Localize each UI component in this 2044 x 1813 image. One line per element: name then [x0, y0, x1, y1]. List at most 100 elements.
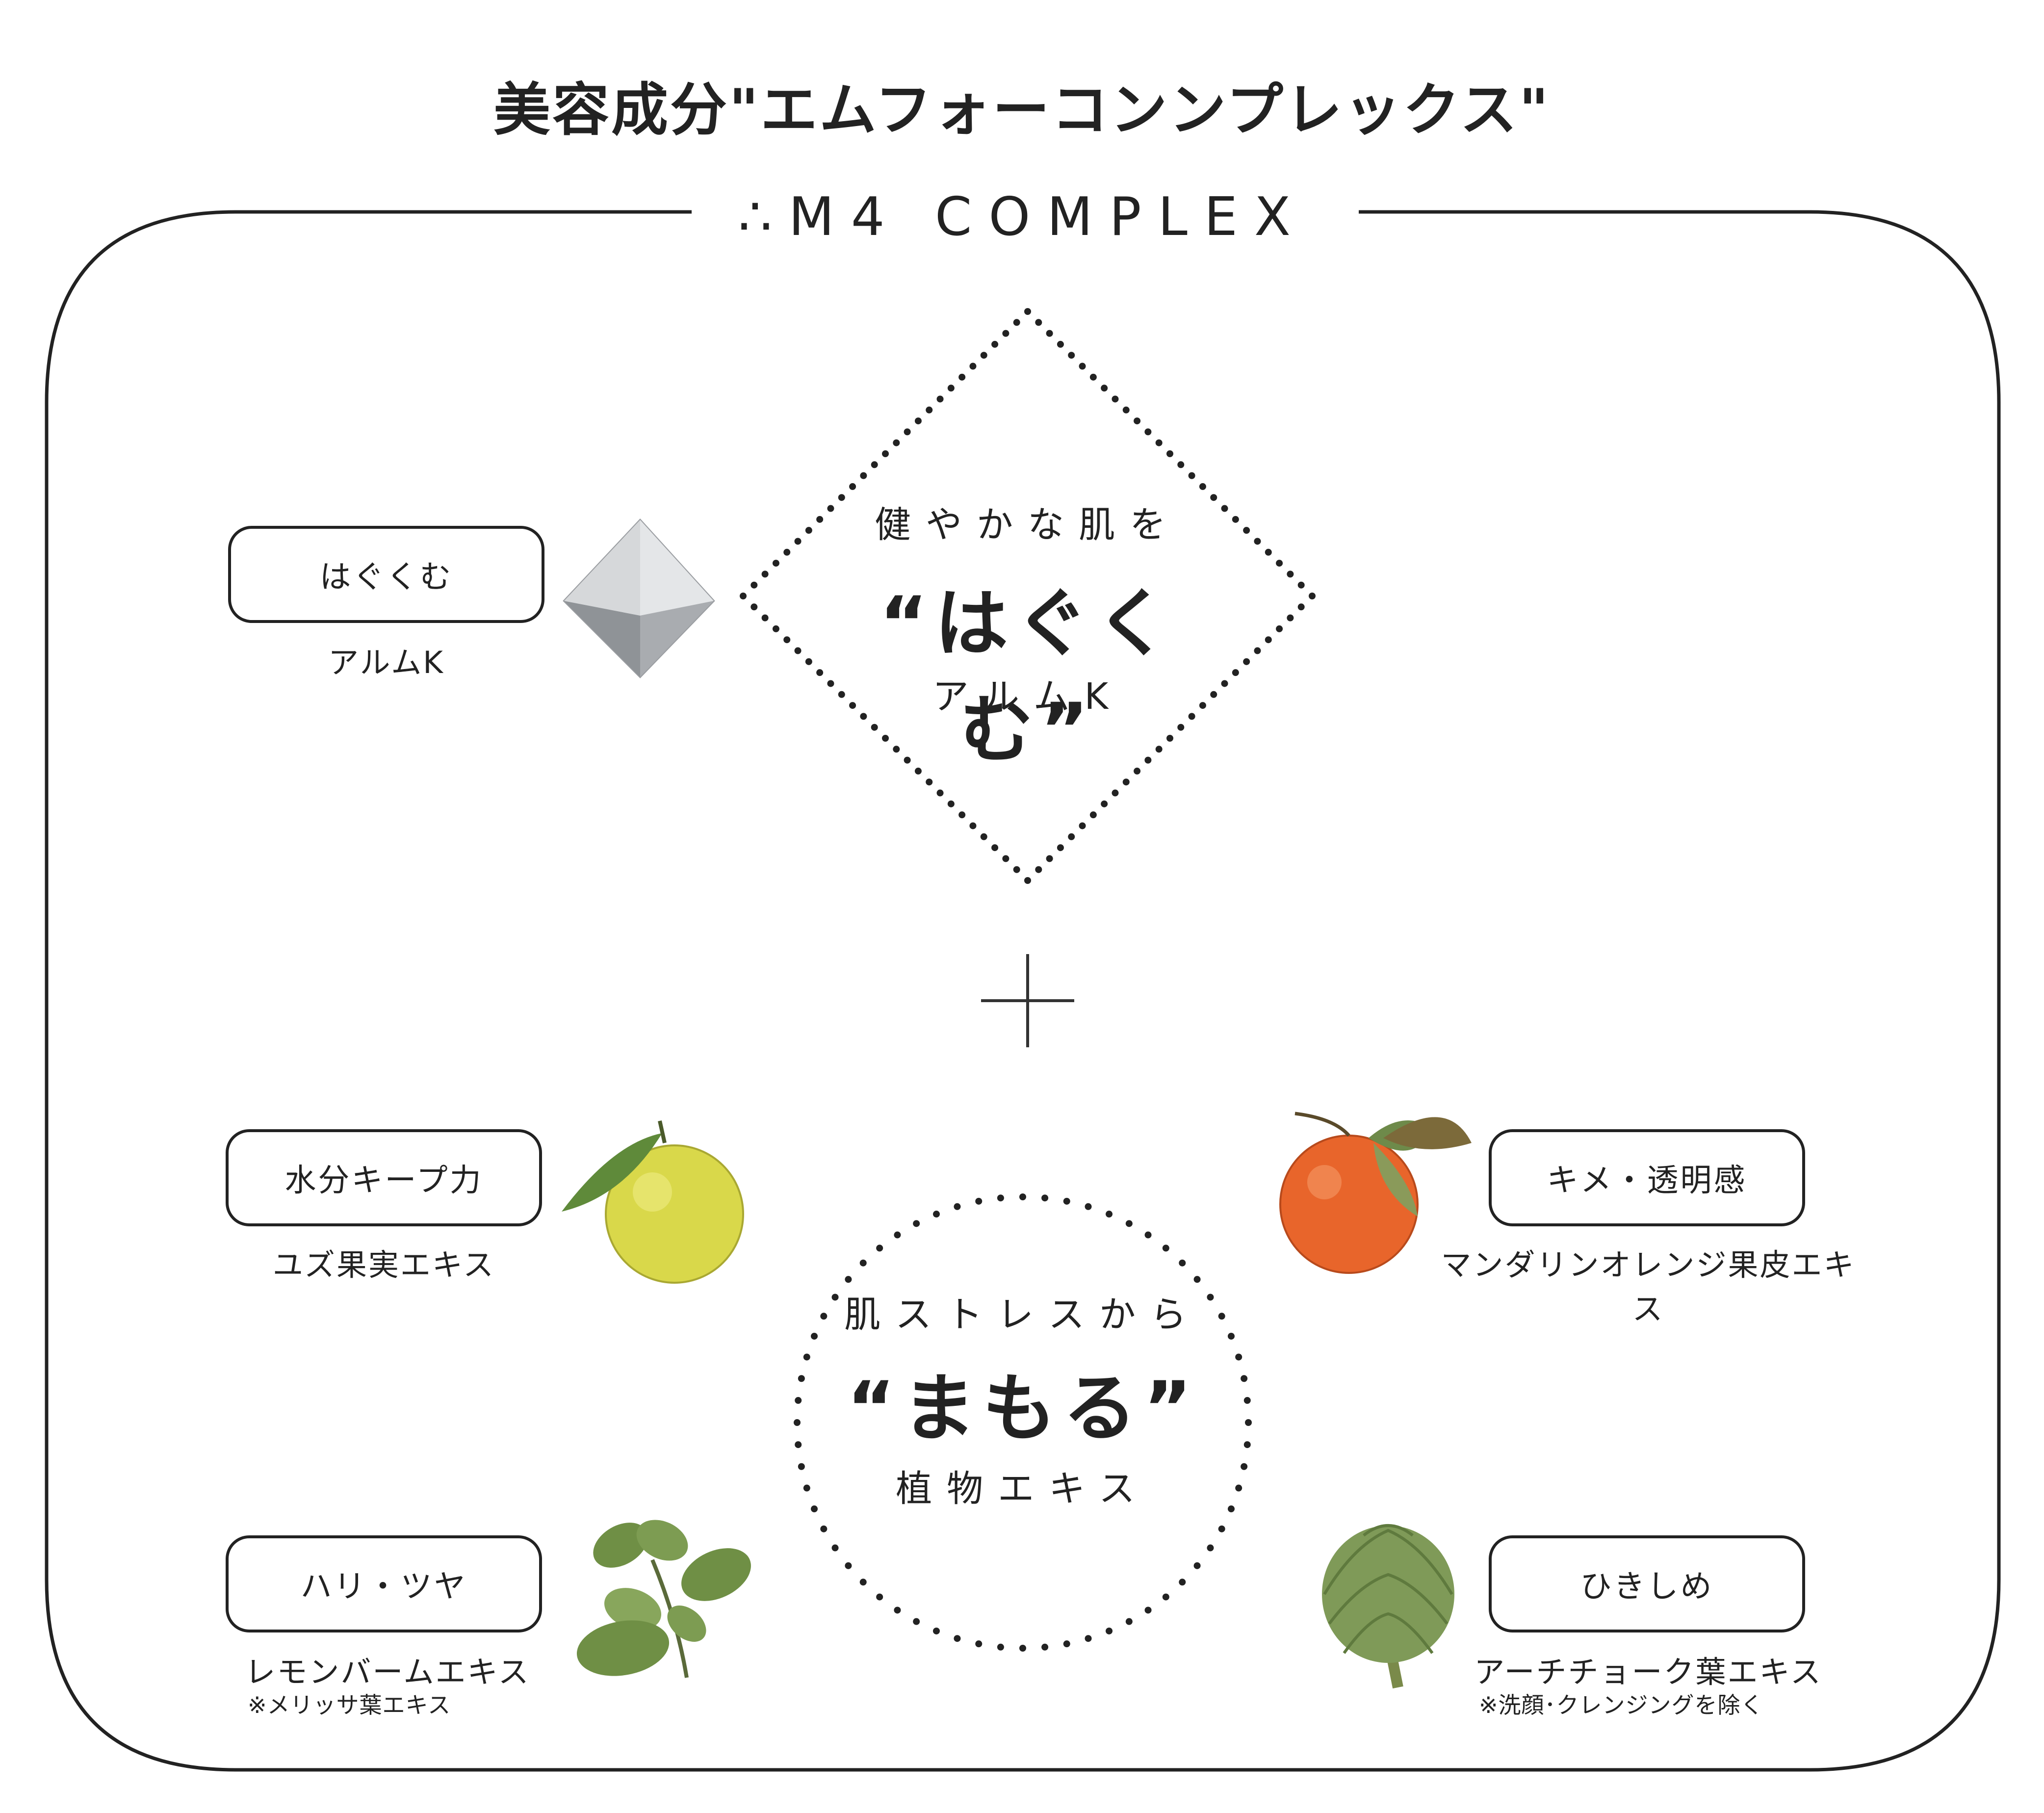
circle-dot — [954, 1635, 961, 1642]
circle-dot — [1019, 1645, 1026, 1652]
diamond-dot — [772, 560, 779, 567]
diamond-dot — [761, 570, 769, 578]
circle-dot — [811, 1332, 818, 1340]
circle-dot — [859, 1579, 867, 1586]
circle-dot — [1106, 1627, 1113, 1634]
diamond-dot — [969, 363, 977, 370]
diamond-dot — [1254, 538, 1261, 545]
diamond-dot — [1024, 308, 1031, 315]
circle-dot — [1144, 1606, 1152, 1614]
diamond-dot — [1134, 767, 1141, 775]
diamond-dot — [1221, 680, 1228, 687]
diamond-dot — [1232, 669, 1239, 676]
circle-dot — [1106, 1211, 1113, 1218]
circle-dot — [845, 1276, 852, 1283]
diamond-dot — [816, 516, 824, 523]
circle-dot — [820, 1313, 828, 1320]
diamond-dot — [860, 713, 867, 720]
diamond-dot — [926, 778, 933, 786]
mandarin-caption: マンダリンオレンジ果皮エキス — [1441, 1247, 1856, 1327]
circle-dot — [1235, 1353, 1242, 1361]
diamond-dot — [1057, 844, 1064, 852]
diamond-dot — [1144, 756, 1152, 764]
diamond-dot — [805, 527, 812, 534]
circle-dot — [1241, 1463, 1248, 1470]
alum-label: はぐくむ — [319, 559, 453, 596]
circle-dot — [1218, 1313, 1225, 1320]
diamond-dot — [882, 735, 889, 742]
circle-dot — [795, 1397, 802, 1404]
diamond-dot — [1177, 461, 1185, 468]
diamond-dot — [750, 603, 758, 611]
diamond-dot — [1057, 340, 1064, 348]
diamond-dot — [1155, 746, 1163, 753]
diamond-dot — [893, 439, 900, 446]
diamond-dot — [1079, 363, 1086, 370]
diamond-dot — [1188, 472, 1195, 479]
alum-caption: アルムK — [328, 645, 444, 680]
diamond-dot — [1265, 636, 1272, 644]
diamond-dot — [1155, 439, 1163, 446]
dotted-diamond — [740, 308, 1316, 884]
diamond-dot — [1101, 800, 1108, 807]
circle-dot — [1207, 1544, 1214, 1552]
diamond-dot — [1243, 527, 1250, 534]
diamond-dot — [1089, 811, 1097, 819]
top-group-line1: 健やかな肌を — [875, 504, 1181, 546]
alum-crystal-icon — [563, 518, 715, 678]
circle-dot — [1241, 1375, 1248, 1382]
top-group-line3: アルムK — [932, 675, 1123, 718]
diamond-dot — [805, 658, 812, 665]
diamond-dot — [849, 483, 856, 490]
diamond-dot — [1254, 647, 1261, 654]
circle-dot — [798, 1375, 805, 1382]
circle-dot — [811, 1505, 818, 1513]
diamond-dot — [980, 352, 987, 359]
diamond-dot — [827, 680, 834, 687]
diamond-dot — [1035, 319, 1042, 326]
page-title: 美容成分"エムフォーコンンプレックス" — [493, 77, 1551, 143]
mandarin-label: キメ・透明感 — [1547, 1163, 1747, 1199]
circle-dot — [1179, 1579, 1186, 1586]
diamond-dot — [1144, 428, 1152, 436]
diamond-dot — [1287, 570, 1294, 578]
diamond-dot — [1134, 417, 1141, 425]
diamond-dot — [947, 800, 955, 807]
lemonbalm-note: ※メリッサ葉エキス — [248, 1692, 451, 1718]
circle-dot — [803, 1353, 810, 1361]
diamond-dot — [1221, 505, 1228, 512]
diamond-dot — [893, 746, 900, 753]
circle-dot — [1063, 1640, 1070, 1648]
diamond-dot — [882, 450, 889, 457]
circle-dot — [1193, 1562, 1201, 1569]
diamond-dot — [1188, 713, 1195, 720]
artichoke-caption: アーチチョーク葉エキス — [1474, 1654, 1822, 1690]
circle-dot — [932, 1627, 940, 1634]
diamond-dot — [838, 691, 845, 698]
diamond-dot — [1002, 330, 1009, 337]
diamond-dot — [926, 406, 933, 414]
diamond-dot — [1079, 822, 1086, 829]
diamond-dot — [1112, 789, 1119, 797]
diamond-dot — [1297, 581, 1305, 589]
diamond-dot — [849, 702, 856, 709]
diamond-dot — [1309, 593, 1316, 599]
bottom-group-line3: 植物エキス — [896, 1468, 1150, 1510]
circle-dot — [1125, 1618, 1133, 1625]
circle-dot — [831, 1294, 839, 1301]
diamond-dot — [991, 844, 999, 852]
circle-dot — [1019, 1193, 1026, 1200]
diamond-dot — [947, 385, 955, 392]
circle-dot — [876, 1593, 883, 1601]
diamond-dot — [1068, 833, 1075, 840]
circle-dot — [795, 1441, 802, 1449]
diamond-dot — [1002, 855, 1009, 862]
diamond-dot — [1297, 603, 1305, 611]
circle-dot — [894, 1231, 901, 1239]
circle-dot — [1235, 1484, 1242, 1492]
diamond-dot — [1122, 406, 1130, 414]
artichoke-label: ひきしめ — [1580, 1569, 1714, 1605]
diamond-dot — [1210, 494, 1217, 501]
diamond-dot — [860, 472, 867, 479]
